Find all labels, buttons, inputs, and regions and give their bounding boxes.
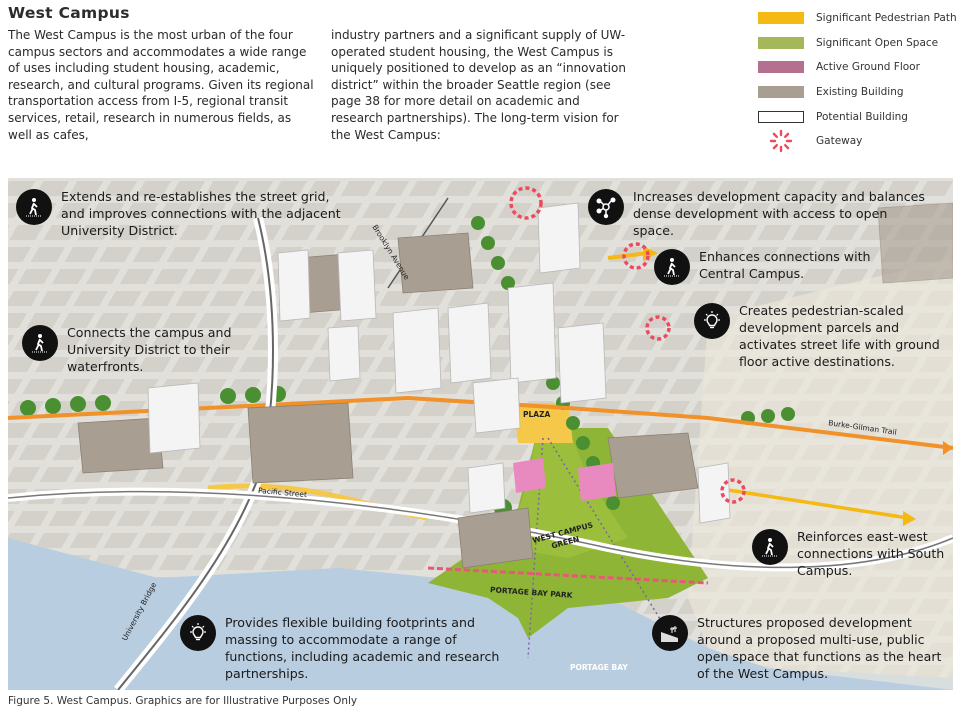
label-plaza: PLAZA <box>523 410 551 419</box>
lightbulb-icon <box>694 303 730 339</box>
map-illustration <box>8 178 953 690</box>
intro-text-right: industry partners and a significant supp… <box>331 28 626 142</box>
callout-text: Increases development capacity and balan… <box>633 189 925 238</box>
pedestrian-icon <box>654 249 690 285</box>
callout-text: Creates pedestrian-scaled development pa… <box>739 303 940 369</box>
callout-east-west: Reinforces east-west connections with So… <box>752 528 952 579</box>
legend-label: Gateway <box>816 135 863 148</box>
legend-swatch <box>758 36 804 49</box>
page-title: West Campus <box>8 4 130 22</box>
lightbulb-icon <box>180 615 216 651</box>
legend-item-open-space: Significant Open Space <box>758 31 958 56</box>
pedestrian-icon <box>752 529 788 565</box>
callout-text: Structures proposed development around a… <box>697 615 942 681</box>
legend-item-potential-building: Potential Building <box>758 104 958 129</box>
legend-item-active-ground-floor: Active Ground Floor <box>758 55 958 80</box>
legend-label: Significant Pedestrian Path <box>816 12 957 25</box>
callout-open-space-heart: Structures proposed development around a… <box>652 614 952 682</box>
gateway-icon <box>758 130 804 153</box>
legend-item-existing-building: Existing Building <box>758 80 958 105</box>
intro-text-left: The West Campus is the most urban of the… <box>8 28 314 142</box>
legend-label: Potential Building <box>816 110 908 123</box>
terrain-icon <box>652 615 688 651</box>
callout-text: Provides flexible building footprints an… <box>225 615 500 681</box>
callout-text: Extends and re-establishes the street gr… <box>61 189 341 238</box>
pedestrian-icon <box>16 189 52 225</box>
figure-caption: Figure 5. West Campus. Graphics are for … <box>8 695 358 707</box>
network-nodes-icon <box>588 189 624 225</box>
legend: Significant Pedestrian Path Significant … <box>758 6 958 154</box>
legend-swatch <box>758 12 804 25</box>
callout-text: Reinforces east-west connections with So… <box>797 529 945 578</box>
callout-street-grid: Extends and re-establishes the street gr… <box>16 188 346 239</box>
legend-label: Existing Building <box>816 86 904 99</box>
pedestrian-icon <box>22 325 58 361</box>
legend-swatch <box>758 110 804 123</box>
callout-flexible-footprints: Provides flexible building footprints an… <box>180 614 500 682</box>
campus-map: Brooklyn Avenue PLAZA Burke-Gilman Trail… <box>8 178 953 690</box>
callout-text: Enhances connections with Central Campus… <box>699 249 871 281</box>
label-portage-bay: PORTAGE BAY <box>570 663 628 672</box>
callout-waterfronts: Connects the campus and University Distr… <box>22 324 292 375</box>
legend-swatch <box>758 86 804 99</box>
callout-central-campus: Enhances connections with Central Campus… <box>654 248 884 285</box>
legend-item-gateway: Gateway <box>758 129 958 154</box>
callout-text: Connects the campus and University Distr… <box>67 325 232 374</box>
legend-label: Significant Open Space <box>816 36 939 49</box>
callout-development-capacity: Increases development capacity and balan… <box>588 188 928 239</box>
legend-label: Active Ground Floor <box>816 61 920 74</box>
legend-swatch <box>758 61 804 74</box>
callout-pedestrian-parcels: Creates pedestrian-scaled development pa… <box>694 302 944 370</box>
legend-item-pedestrian-path: Significant Pedestrian Path <box>758 6 958 31</box>
